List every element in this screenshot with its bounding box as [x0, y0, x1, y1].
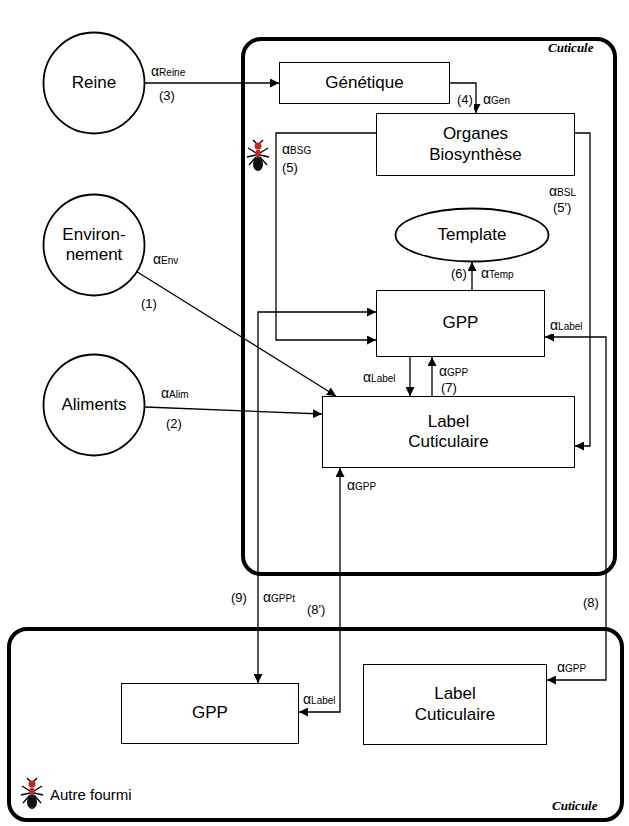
node-label: Environ- nement [54, 225, 134, 266]
callout-number: (5) [281, 160, 299, 176]
connector-arrow [276, 133, 376, 340]
callout-number: (5') [552, 200, 572, 216]
process-box: Organes Biosynthèse [376, 113, 575, 176]
callout-number: (2) [165, 416, 183, 432]
connector-arrow [145, 82, 279, 83]
process-box: Génétique [279, 62, 450, 104]
callout-number: (9) [230, 590, 248, 606]
callout-number: (8') [306, 602, 326, 618]
connector-arrow [145, 407, 322, 414]
edge-label: αGen [482, 90, 511, 108]
ellipse-shape [44, 33, 145, 134]
ellipse-shape [44, 355, 145, 456]
node-label: GPP [192, 703, 228, 723]
region-label: Cuticule [552, 798, 598, 814]
callout-number: (6) [450, 266, 468, 282]
connector-arrow [450, 83, 476, 113]
source-circle: Reine [42, 31, 146, 135]
process-box: GPP [121, 683, 299, 744]
ant-icon [247, 140, 269, 171]
node-label: Organes Biosynthèse [416, 124, 536, 165]
callout-number: (8) [582, 595, 600, 611]
node-label: Génétique [325, 73, 403, 93]
node-label: Label Cuticulaire [394, 412, 504, 453]
source-circle: Environ- nement [42, 193, 146, 297]
node-label: Label Cuticulaire [400, 684, 510, 725]
region-label: Autre fourmi [50, 786, 132, 803]
edge-label: αBSL [548, 182, 577, 200]
callout-number: (7) [440, 380, 458, 396]
connector-arrow [137, 272, 336, 396]
connector-arrow [431, 357, 432, 396]
ellipse-shape [44, 195, 145, 296]
process-box: GPP [376, 290, 545, 357]
ellipse-shape [396, 209, 549, 262]
node-label: Reine [72, 73, 116, 93]
callout-number: (1) [140, 296, 158, 312]
ant-cuticle-region: CuticuleGénétiqueOrganes BiosynthèseTemp… [241, 37, 617, 576]
region-label: Cuticule [548, 40, 594, 56]
edge-label: αBSG [281, 140, 312, 158]
connector-arrow [575, 133, 590, 446]
edge-label: αGPP [438, 362, 469, 380]
process-box: Label Cuticulaire [363, 664, 547, 745]
ant-icon [21, 778, 43, 809]
edge-label: αAlim [160, 384, 190, 402]
node-label: GPP [443, 313, 479, 333]
other-ant-region: Autre fourmiCuticule GPP Label Cuticulaire [7, 627, 624, 822]
edge-label: αLabel [362, 368, 397, 386]
edge-label: αTemp [480, 264, 515, 282]
edge-label: αLabel [549, 316, 584, 334]
edge-label: αReine [150, 62, 186, 80]
connector-arrow [409, 357, 410, 396]
connector-arrow [471, 262, 472, 290]
template-ellipse: Template [394, 207, 550, 263]
process-box: Label Cuticulaire [322, 396, 575, 468]
edge-label: αGPP [556, 658, 587, 676]
connector-arrow [299, 468, 340, 712]
callout-number: (3) [158, 88, 176, 104]
edge-label: αGPP [346, 476, 377, 494]
callout-number: (4) [456, 92, 474, 108]
node-label: Aliments [61, 395, 126, 415]
edge-label: αLabel [302, 690, 337, 708]
edge-label: αEnv [152, 250, 179, 268]
edge-label: αGPPt [262, 588, 296, 606]
node-label: Template [438, 225, 507, 245]
source-circle: Aliments [42, 353, 146, 457]
